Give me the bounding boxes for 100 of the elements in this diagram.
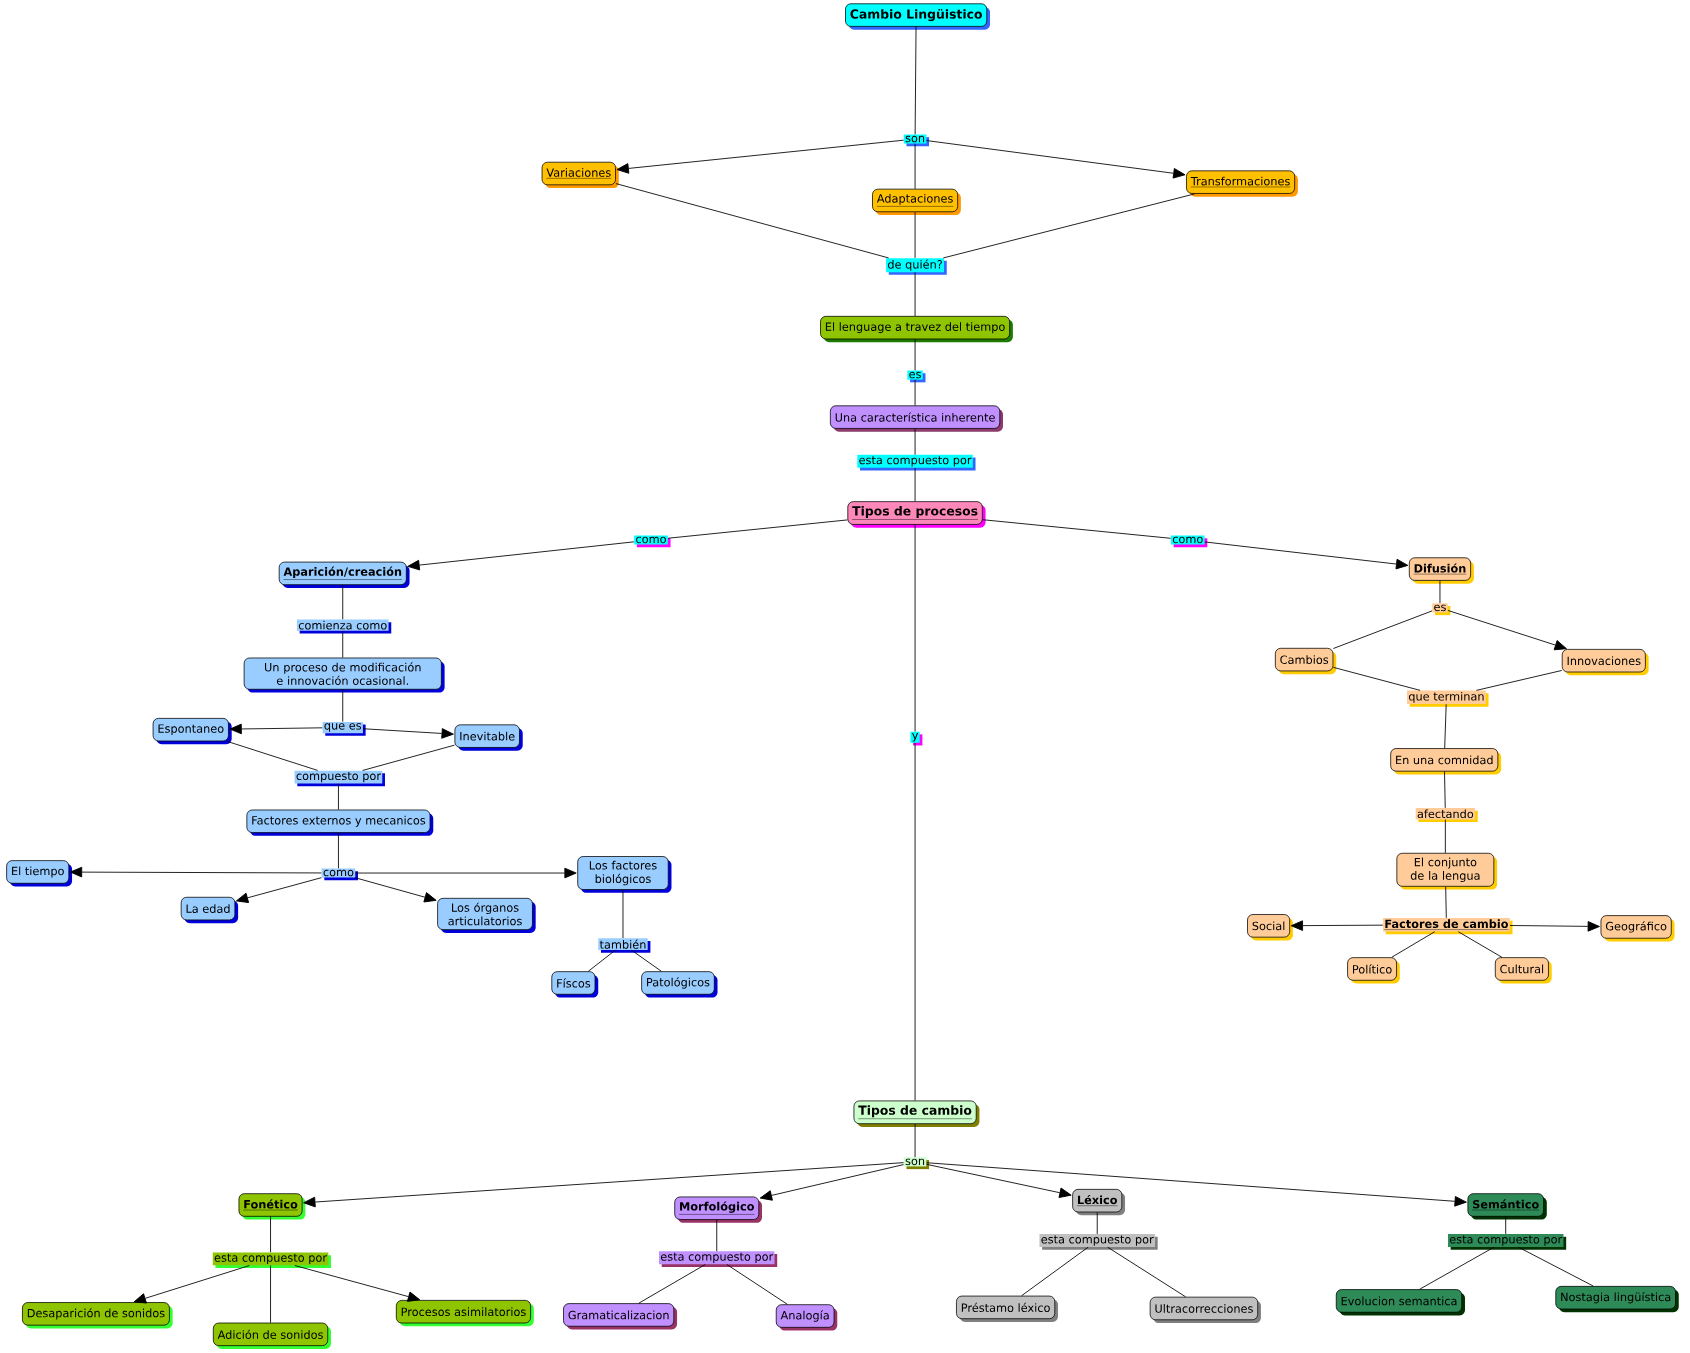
concept-box: Cambios xyxy=(1274,648,1337,675)
concept-box: Adición de sonidos xyxy=(212,1322,331,1350)
arrow xyxy=(355,867,577,879)
linking-phrase: son xyxy=(903,134,930,147)
connector-line xyxy=(1419,1246,1495,1290)
arrow xyxy=(362,728,454,739)
connector-line xyxy=(338,832,339,869)
concept-box: Una característica inherente xyxy=(830,405,1003,432)
connector-line xyxy=(342,630,344,659)
arrow xyxy=(1447,610,1567,651)
connector-line xyxy=(622,889,624,939)
concept-box: Cambio Lingüistico xyxy=(845,3,990,30)
concept-box: Difusión xyxy=(1408,557,1474,584)
connector-line xyxy=(914,26,917,135)
arrow xyxy=(133,1265,250,1304)
connector-line xyxy=(1096,1212,1098,1235)
connector-line xyxy=(726,1264,788,1305)
connector-line xyxy=(914,272,916,317)
concept-box: El tiempo xyxy=(6,860,73,887)
linking-phrase: como xyxy=(634,535,671,548)
concept-box: El conjunto de la lengua xyxy=(1396,853,1498,890)
connector-line xyxy=(587,950,616,972)
concept-box: Analogía xyxy=(775,1304,838,1331)
connector-line xyxy=(1332,610,1433,650)
concept-box: Préstamo léxico xyxy=(956,1295,1058,1323)
arrow xyxy=(616,139,904,174)
arrow xyxy=(1509,921,1600,932)
connector-line xyxy=(1445,886,1447,919)
linking-phrase: que es xyxy=(322,722,366,737)
linking-phrase: y xyxy=(910,731,923,746)
linking-phrase: también xyxy=(598,938,651,953)
concept-box: Nostagia lingüística xyxy=(1555,1286,1679,1313)
connector-line xyxy=(942,193,1196,259)
arrow xyxy=(759,1164,904,1201)
concept-box: El lenguage a travez del tiempo xyxy=(820,316,1013,343)
concept-box: Tipos de procesos xyxy=(847,501,986,528)
linking-phrase: esta compuesto por xyxy=(659,1251,778,1268)
connector-line xyxy=(914,1123,916,1158)
connector-line xyxy=(914,143,916,190)
arrow xyxy=(926,140,1186,179)
connector-line xyxy=(342,689,344,723)
arrow xyxy=(355,877,437,903)
concept-box: Evolucion semantica xyxy=(1335,1289,1465,1316)
linking-phrase: afectando xyxy=(1415,808,1478,823)
arrow xyxy=(926,1164,1072,1199)
concept-box: Adaptaciones xyxy=(872,188,961,216)
concept-box: Espontaneo xyxy=(152,718,232,745)
concept-box: Tipos de cambio xyxy=(853,1100,980,1128)
concept-box: Transformaciones xyxy=(1186,170,1298,197)
concept-box: Morfológico xyxy=(674,1196,762,1223)
concept-box: Político xyxy=(1347,957,1400,984)
linking-phrase: son xyxy=(903,1157,930,1170)
connector-line xyxy=(1444,771,1446,809)
connector-line xyxy=(1476,670,1563,691)
arrow xyxy=(1290,920,1384,932)
arrow xyxy=(1204,541,1409,570)
connector-line xyxy=(667,519,848,539)
connector-line xyxy=(1107,1246,1186,1298)
connector-line xyxy=(914,379,916,406)
arrow xyxy=(229,723,323,735)
arrow xyxy=(235,877,322,904)
concept-box: Ultracorrecciones xyxy=(1149,1296,1261,1324)
connector-line xyxy=(338,783,339,811)
connector-line xyxy=(270,1216,271,1253)
linking-phrase: que terminan xyxy=(1407,690,1489,707)
concept-box: Geográfico xyxy=(1600,915,1675,942)
connector-line xyxy=(914,428,916,456)
concept-box: Innovaciones xyxy=(1561,649,1649,676)
arrow xyxy=(294,1265,421,1302)
concept-box: Patológicos xyxy=(641,971,718,998)
connector-line xyxy=(1505,1216,1507,1235)
arrow xyxy=(926,1162,1467,1207)
arrow xyxy=(407,541,635,571)
linking-phrase: compuesto por xyxy=(294,770,385,787)
connector-line xyxy=(914,524,916,733)
concept-box: Social xyxy=(1247,914,1293,941)
concept-box: En una comnidad xyxy=(1390,748,1502,775)
linking-phrase: de quién? xyxy=(886,258,947,275)
connector-line xyxy=(342,584,344,620)
connector-line xyxy=(1391,931,1436,958)
connector-line xyxy=(1457,931,1503,958)
concept-box: Fonético xyxy=(238,1193,306,1220)
connector-line xyxy=(270,1265,271,1324)
concept-box: Factores externos y mecanicos xyxy=(246,809,434,836)
connector-line xyxy=(982,519,1172,539)
connector-line xyxy=(362,744,455,772)
connector-line xyxy=(638,1264,706,1304)
connector-line xyxy=(1444,819,1446,854)
concept-box: Procesos asimilatorios xyxy=(395,1300,534,1327)
concept-box: La edad xyxy=(180,897,239,924)
concept-box: Cultural xyxy=(1494,957,1552,984)
connector-line xyxy=(1439,580,1441,604)
concept-box: Los órganos articulatorios xyxy=(437,898,536,934)
concept-box: Gramaticalizacion xyxy=(563,1303,678,1330)
connector-line xyxy=(226,741,319,772)
concept-box: Aparición/creación xyxy=(278,561,410,589)
concept-box: Inevitable xyxy=(454,724,523,751)
arrow xyxy=(303,1162,904,1208)
connector-line xyxy=(914,742,916,1102)
linking-phrase: como xyxy=(1170,535,1208,548)
